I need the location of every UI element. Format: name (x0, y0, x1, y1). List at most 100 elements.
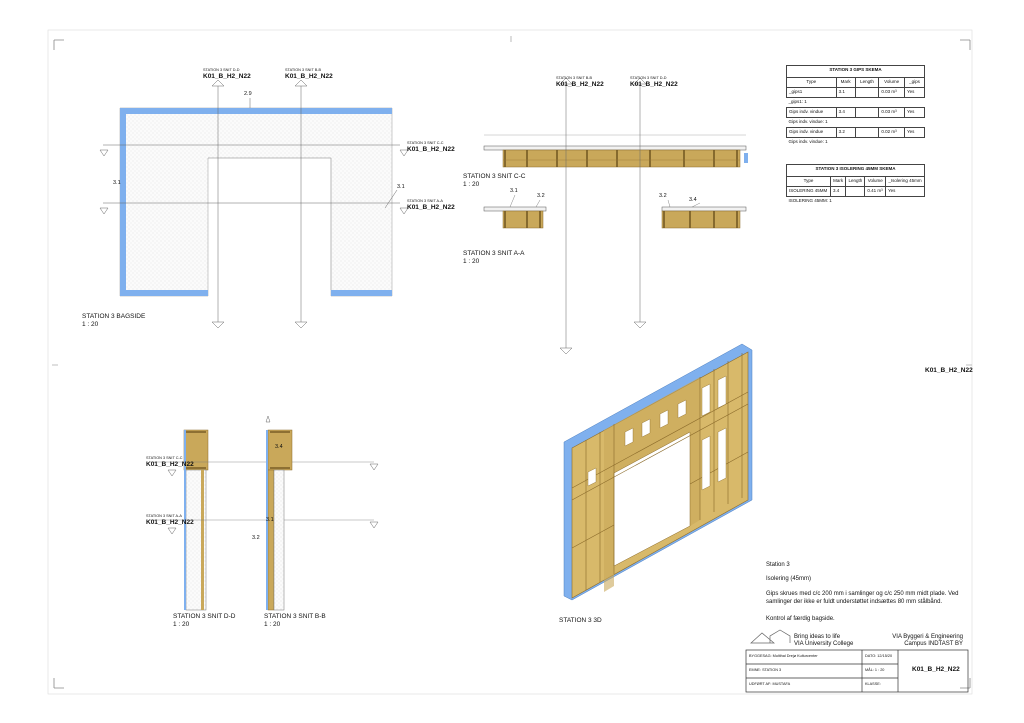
cell-length (854, 127, 880, 138)
col-header: Mark (830, 176, 847, 187)
cell-type: Gips indv. vindue (786, 127, 837, 138)
bagside-scale: 1 : 20 (82, 321, 99, 328)
tb-emne: EMNE: STATION 3 (749, 668, 782, 672)
snit-dd-scale: 1 : 20 (173, 621, 190, 628)
snit-aa-tag: 3.4 (689, 197, 697, 203)
bagside-dim-left: 3.1 (113, 180, 121, 186)
table-row: Gips indv. vindue 3.4 0.03 m³ Yes (786, 107, 925, 118)
note-station: Station 3 (766, 562, 790, 568)
snit-aa-scale: 1 : 20 (463, 258, 480, 265)
snit-aa-title: STATION 3 SNIT A-A (463, 250, 525, 257)
snit-aa-view (483, 194, 747, 229)
section-marker-ref[interactable]: K01_B_H2_N22 (146, 461, 194, 468)
snit-bb-title: STATION 3 SNIT B-B (264, 613, 326, 620)
bagside-title: STATION 3 BAGSIDE (82, 313, 146, 320)
snit-aa-tag: 3.2 (659, 193, 667, 199)
bagside-dim-top: 2.9 (244, 91, 252, 97)
section-marker-name: STATION 3 SNIT C-C (146, 456, 183, 460)
bagside-dim-right: 3.1 (397, 184, 405, 190)
col-header: _Isolering 45mm (885, 176, 925, 187)
cell-mark: 3.4 (835, 107, 856, 118)
tb-slogan-1: Bring ideas to life (794, 634, 841, 640)
snit-dd-title: STATION 3 SNIT D-D (173, 613, 236, 620)
cell-length (854, 87, 880, 98)
col-header: Type (785, 176, 832, 187)
cell-mark: 3.1 (835, 87, 856, 98)
section-marker-ref[interactable]: K01_B_H2_N22 (407, 146, 455, 153)
section-marker-name: STATION 3 SNIT D-D (203, 68, 240, 72)
cell-flag: Yes (904, 87, 925, 98)
section-marker-name: STATION 3 SNIT D-D (630, 76, 667, 80)
cell-mark: 3.4 (830, 186, 847, 197)
tb-tegningsnr: K01_B_H2_N22 (912, 666, 960, 673)
3d-view (563, 343, 753, 601)
tb-company-1: VIA Byggeri & Engineering (892, 634, 963, 640)
snit-aa-tag: 3.2 (537, 193, 545, 199)
cell-length (845, 186, 866, 197)
snit-bb-tag: 3.4 (275, 444, 283, 450)
table-row: ISOLERING 45MM 3.4 0.41 m³ Yes (785, 186, 925, 197)
row-subtotal: Gips indv. vindue: 1 (788, 119, 828, 124)
note-material: Isolering (45mm) (766, 576, 812, 582)
cell-flag: Yes (885, 186, 925, 197)
tb-dato: DATO: 12/15/20 (865, 654, 893, 658)
note-check: Kontrol af færdig bagside. (766, 616, 835, 622)
section-marker-ref[interactable]: K01_B_H2_N22 (630, 81, 678, 88)
section-marker-ref[interactable]: K01_B_H2_N22 (146, 519, 194, 526)
title-block-lines (745, 629, 969, 693)
isolering-schedule-title: STATION 3 ISOLERING 45MM SKEMA (786, 164, 925, 177)
sheet-id: K01_B_H2_N22 (925, 367, 973, 374)
note-instruction: Gips skrues med c/c 200 mm i samlinger o… (766, 591, 959, 605)
snit-aa-tag: 3.1 (510, 188, 518, 194)
3d-title: STATION 3 3D (559, 617, 602, 624)
col-header: Mark (835, 77, 856, 88)
cell-type: Gips indv. vindue (786, 107, 837, 118)
col-header: Type (786, 77, 837, 88)
cell-volume: 0.02 m³ (878, 127, 905, 138)
row-subtotal: _gips1: 1 (788, 99, 807, 104)
snit-bb-view (265, 415, 293, 611)
tb-slogan-2: VIA University College (794, 641, 854, 647)
sheet-frame (47, 29, 973, 695)
section-marker-ref[interactable]: K01_B_H2_N22 (285, 73, 333, 80)
row-subtotal: ISOLERING 45MM: 1 (788, 198, 832, 203)
col-header: Volume (864, 176, 887, 187)
tb-byggesag: BYGGESAG: Multihal Drejø Kulturcenter (749, 654, 818, 658)
section-marker-name: STATION 3 SNIT B-B (556, 76, 593, 80)
snit-cc-scale: 1 : 20 (463, 181, 480, 188)
cell-length (854, 107, 880, 118)
col-header: _gips (904, 77, 925, 88)
tb-klasse: KLASSE: (865, 682, 881, 686)
cell-flag: Yes (904, 107, 925, 118)
snit-bb-tag: 3.1 (266, 517, 274, 523)
section-marker-name: STATION 3 SNIT C-C (407, 141, 444, 145)
table-row: Gips indv. vindue 3.2 0.02 m³ Yes (786, 127, 925, 138)
col-header: Length (845, 176, 866, 187)
isolering-schedule: STATION 3 ISOLERING 45MM SKEMA Type Mark… (785, 164, 925, 206)
tb-udfort: UDFØRT AF: MUSTAFA (749, 682, 791, 686)
gips-schedule-title: STATION 3 GIPS SKEMA (786, 65, 925, 78)
row-subtotal: Gips indv. vindue: 1 (788, 139, 828, 144)
section-marker-ref[interactable]: K01_B_H2_N22 (203, 73, 251, 80)
cell-mark: 3.2 (835, 127, 856, 138)
col-header: Volume (878, 77, 905, 88)
snit-dd-view (150, 429, 379, 611)
col-header: Length (854, 77, 880, 88)
tb-company-2: Campus INDTAST BY (904, 641, 963, 647)
table-row: _gips1 3.1 0.03 m³ Yes (786, 87, 925, 98)
cell-volume: 0.03 m³ (878, 87, 905, 98)
snit-cc-view (483, 77, 748, 355)
tb-mal: MÅL: 1 : 20 (865, 668, 885, 672)
gips-schedule: STATION 3 GIPS SKEMA Type Mark Length Vo… (786, 65, 925, 147)
cell-flag: Yes (904, 127, 925, 138)
cell-volume: 0.03 m³ (878, 107, 905, 118)
section-marker-ref[interactable]: K01_B_H2_N22 (556, 81, 604, 88)
cell-type: ISOLERING 45MM (785, 186, 832, 197)
section-marker-ref[interactable]: K01_B_H2_N22 (407, 204, 455, 211)
section-marker-name: STATION 3 SNIT A-A (407, 199, 443, 203)
cell-volume: 0.41 m³ (864, 186, 887, 197)
section-marker-name: STATION 3 SNIT B-B (285, 68, 322, 72)
snit-cc-title: STATION 3 SNIT C-C (463, 173, 526, 180)
snit-bb-scale: 1 : 20 (264, 621, 281, 628)
